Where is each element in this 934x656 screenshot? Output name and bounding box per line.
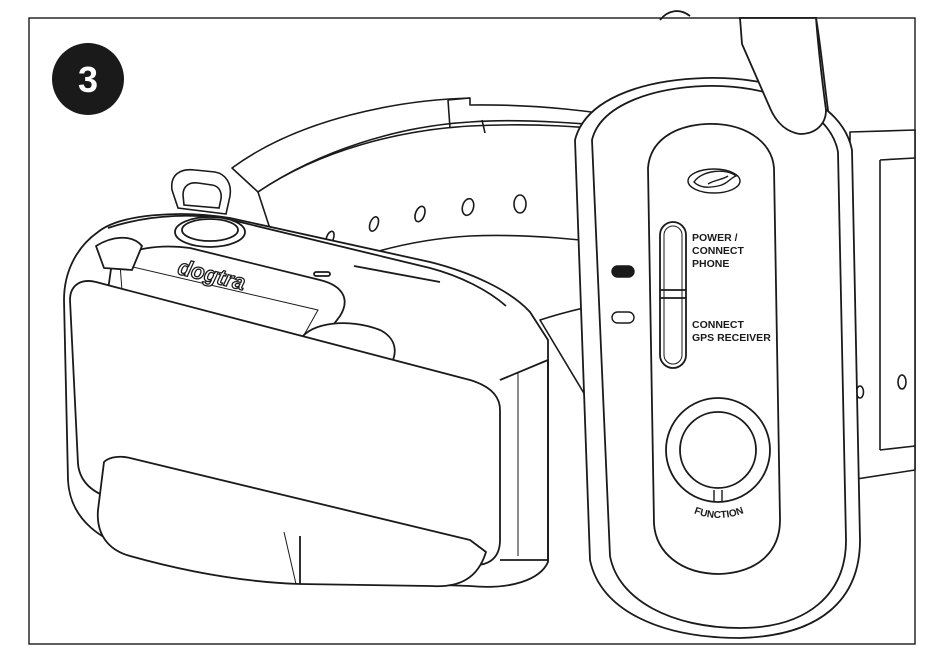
slider-label-top: POWER / CONNECT PHONE xyxy=(692,232,745,270)
slider-label-bottom: CONNECT GPS RECEIVER xyxy=(692,319,771,344)
collar-buckle-loop xyxy=(170,168,232,215)
function-label-path: FUNCTION xyxy=(693,505,745,521)
mode-slider-switch[interactable] xyxy=(659,221,687,369)
led-indicators xyxy=(611,265,635,324)
collar-receiver xyxy=(63,213,549,588)
function-label: FUNCTION xyxy=(693,505,745,521)
function-button[interactable] xyxy=(665,397,771,503)
led-gps-indicator xyxy=(611,311,635,324)
label-connect: CONNECT xyxy=(692,245,745,257)
label-connect-gps: CONNECT xyxy=(692,319,745,331)
label-power: POWER / xyxy=(692,232,738,244)
label-phone: PHONE xyxy=(692,258,729,270)
step-badge: 3 xyxy=(52,43,124,115)
led-power-indicator xyxy=(611,265,635,278)
step-number: 3 xyxy=(78,59,98,100)
label-gps-receiver: GPS RECEIVER xyxy=(692,332,771,344)
device-brand-emblem xyxy=(687,168,741,194)
